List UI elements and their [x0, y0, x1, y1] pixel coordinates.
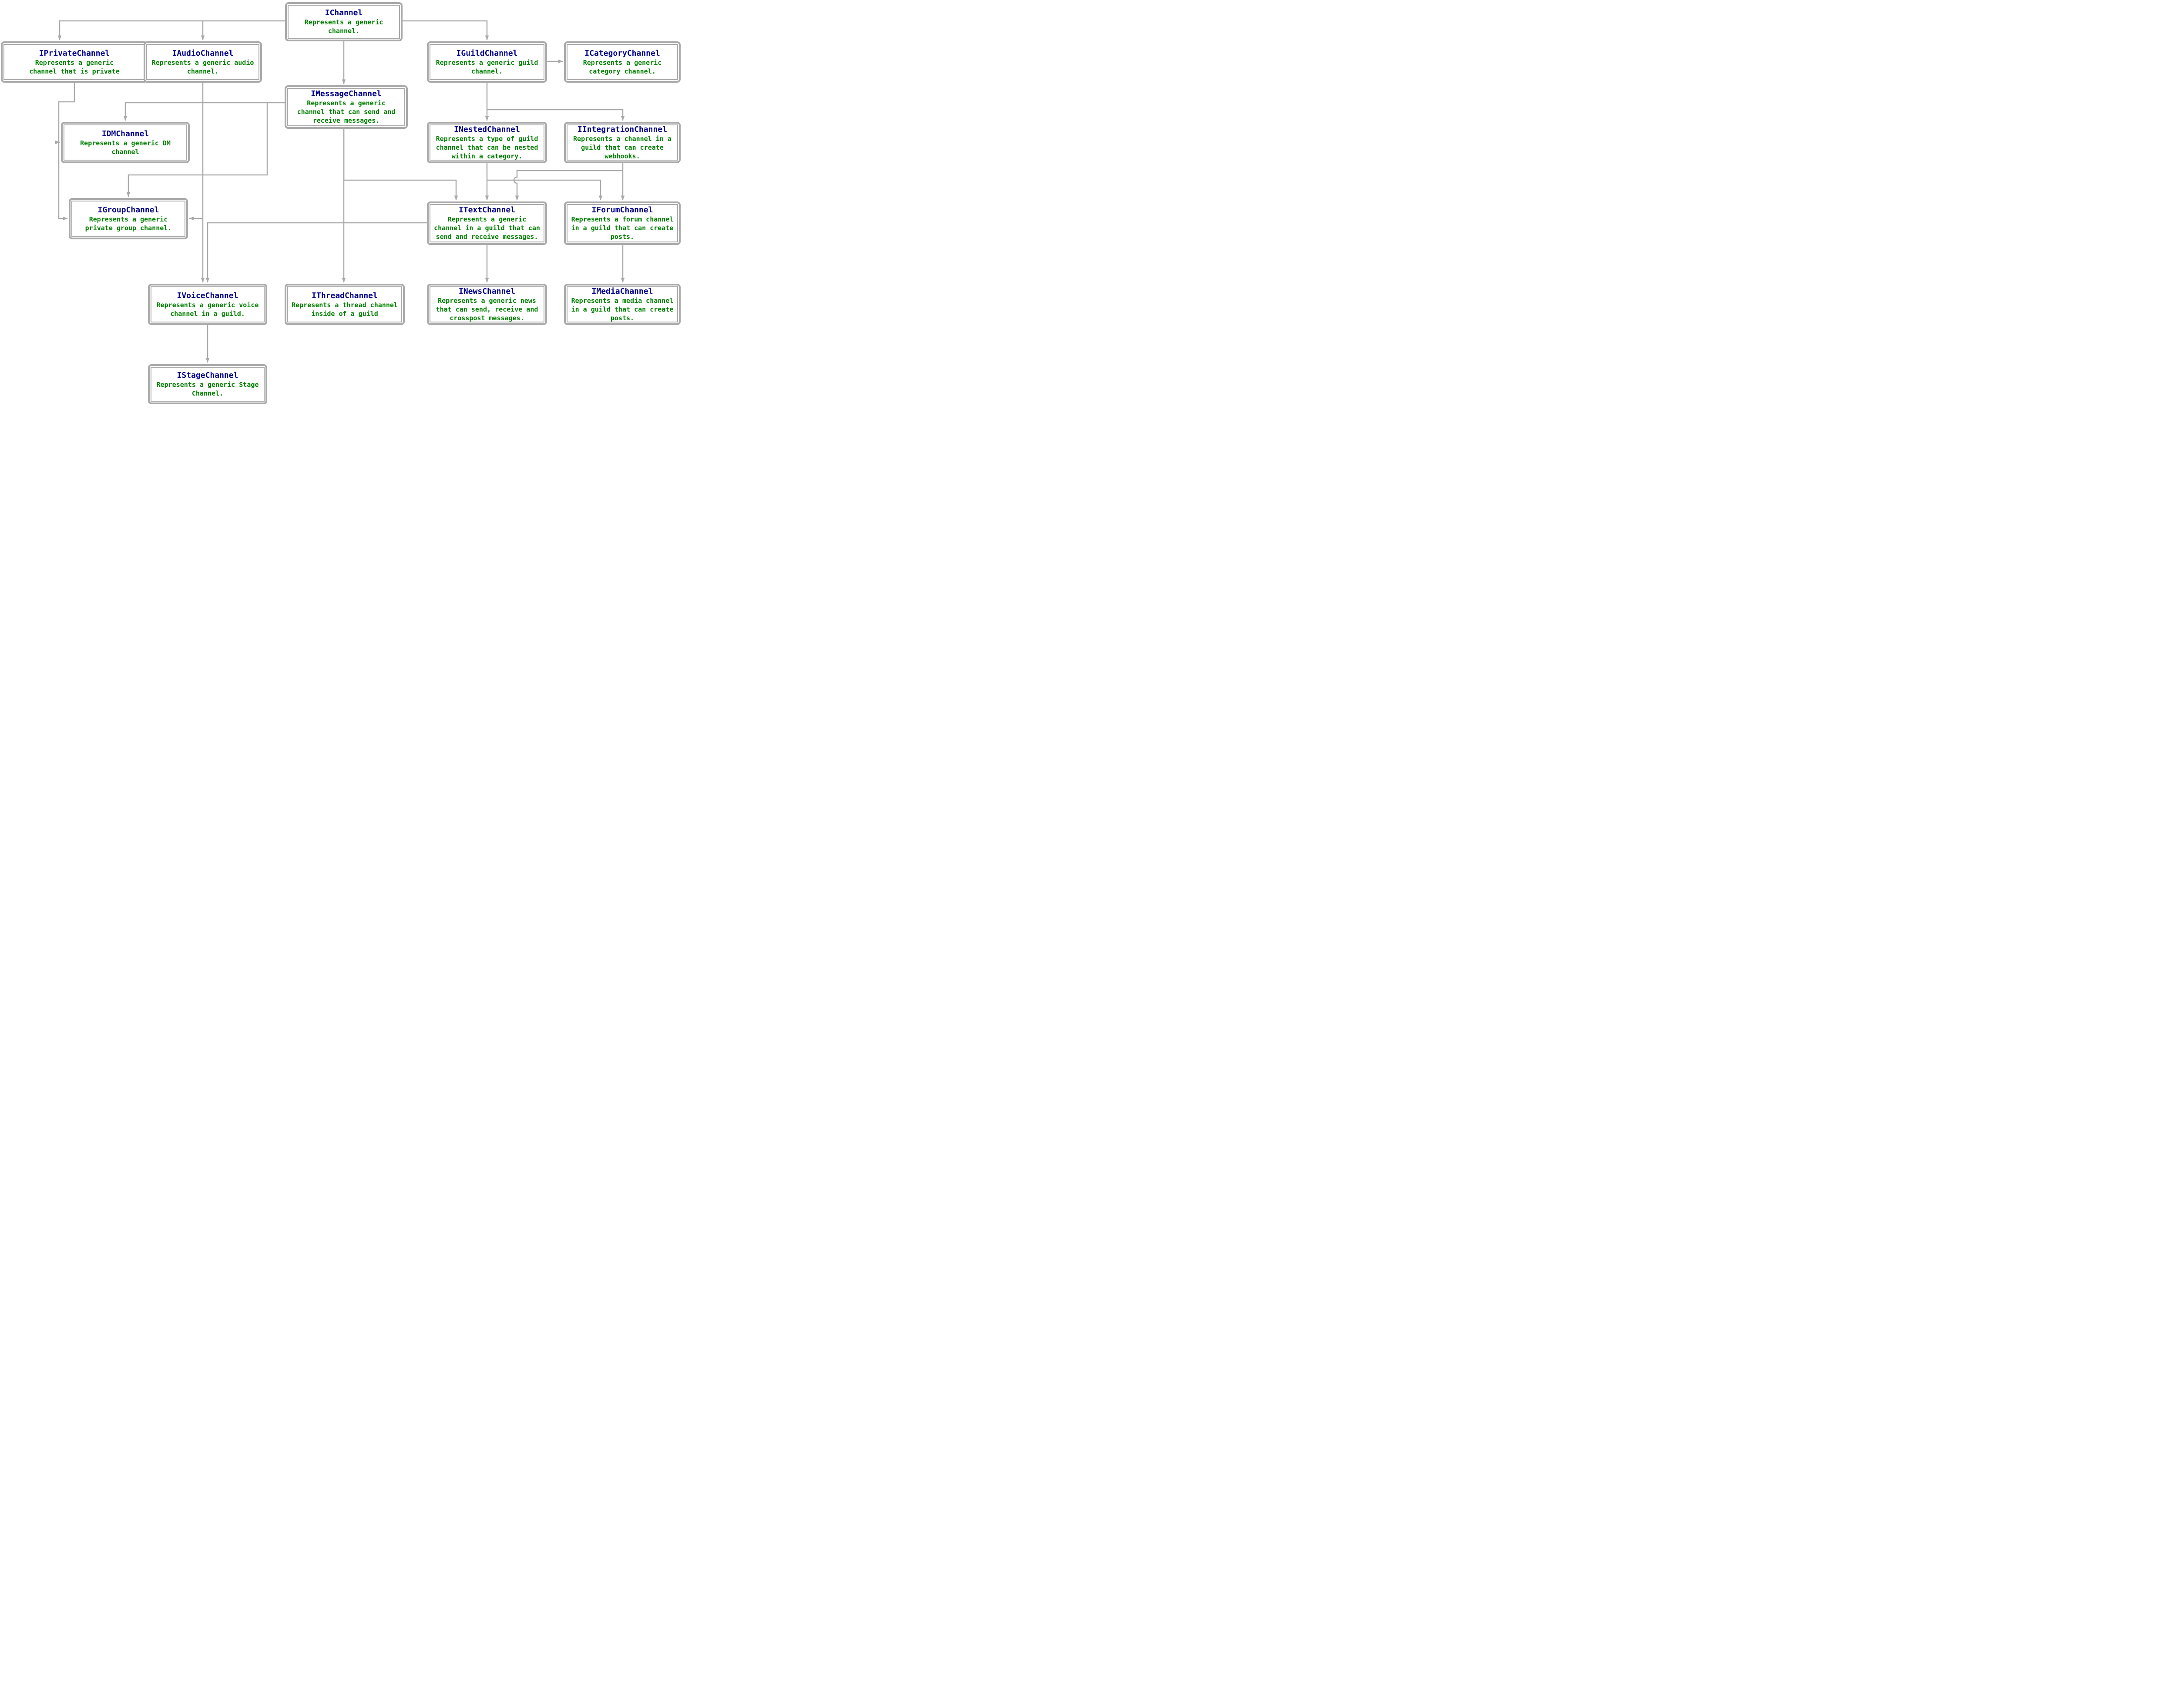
node-title: IGuildChannel [456, 48, 518, 58]
edge-iguildchannel-iintegrationchannel [487, 109, 625, 121]
edge-layer [55, 20, 625, 363]
node-inestedchannel: INestedChannel Represents a type of guil… [427, 122, 547, 163]
edge-iprivatechannel-igroupchannel [58, 142, 68, 221]
node-iforumchannel: IForumChannel Represents a forum channel… [564, 201, 681, 245]
node-idmchannel: IDMChannel Represents a generic DM chann… [61, 122, 190, 163]
inheritance-diagram: IChannel Represents a generic channel. I… [0, 0, 682, 406]
node-desc: Represents a generic channel that is pri… [29, 58, 120, 75]
node-ichannel: IChannel Represents a generic channel. [285, 2, 403, 41]
node-desc: Represents a generic private group chann… [85, 215, 172, 232]
edge-imessagechannel-idmchannel [123, 102, 285, 121]
node-title: IChannel [325, 8, 363, 17]
node-imessagechannel: IMessageChannel Represents a generic cha… [285, 85, 408, 129]
node-desc: Represents a generic guild channel. [436, 58, 538, 75]
node-title: IVoiceChannel [177, 291, 238, 300]
node-desc: Represents a generic audio channel. [151, 58, 254, 75]
node-desc: Represents a generic category channel. [583, 58, 662, 75]
node-iintegrationchannel: IIntegrationChannel Represents a channel… [564, 122, 681, 163]
node-desc: Represents a generic DM channel [80, 139, 171, 156]
node-desc: Represents a type of guild channel that … [436, 134, 538, 160]
node-desc: Represents a media channel in a guild th… [571, 296, 674, 322]
node-title: IMessageChannel [311, 89, 382, 98]
node-title: ICategoryChannel [584, 48, 660, 58]
node-desc: Represents a generic channel in a guild … [434, 215, 540, 241]
node-imediachannel: IMediaChannel Represents a media channel… [564, 284, 681, 325]
node-title: IIntegrationChannel [578, 124, 667, 134]
node-desc: Represents a generic Stage Channel. [156, 381, 259, 397]
node-title: INewsChannel [458, 286, 516, 296]
node-desc: Represents a thread channel inside of a … [292, 301, 398, 318]
node-title: IForumChannel [591, 205, 653, 215]
node-title: IAudioChannel [172, 48, 234, 58]
edge-ichannel-iprivatechannel [57, 20, 285, 40]
edge-inestedchannel-iforumchannel [487, 179, 603, 201]
node-title: ITextChannel [458, 205, 516, 215]
node-desc: Represents a generic voice channel in a … [156, 301, 259, 318]
node-ithreadchannel: IThreadChannel Represents a thread chann… [285, 284, 405, 325]
node-title: IThreadChannel [312, 291, 378, 300]
edge-imessagechannel-igroupchannel [126, 103, 268, 197]
node-title: INestedChannel [454, 124, 520, 134]
node-inewschannel: INewsChannel Represents a generic news t… [427, 284, 547, 325]
node-desc: Represents a channel in a guild that can… [573, 134, 672, 160]
edge-ichannel-iguildchannel [403, 20, 489, 40]
node-icategorychannel: ICategoryChannel Represents a generic ca… [564, 41, 681, 83]
node-desc: Represents a generic channel. [304, 18, 383, 35]
edge-iintegrationchannel-itextchannel [513, 170, 623, 201]
node-istagechannel: IStageChannel Represents a generic Stage… [148, 364, 267, 404]
node-title: IPrivateChannel [39, 48, 110, 58]
node-title: IDMChannel [101, 129, 149, 138]
node-title: IGroupChannel [97, 205, 159, 215]
node-itextchannel: ITextChannel Represents a generic channe… [427, 201, 547, 245]
node-desc: Represents a generic news that can send,… [436, 296, 538, 322]
node-desc: Represents a generic channel that can se… [297, 99, 396, 124]
node-desc: Represents a forum channel in a guild th… [571, 215, 674, 241]
node-iaudiochannel: IAudioChannel Represents a generic audio… [144, 41, 262, 83]
node-iguildchannel: IGuildChannel Represents a generic guild… [427, 41, 547, 83]
node-ivoicechannel: IVoiceChannel Represents a generic voice… [148, 284, 267, 325]
node-igroupchannel: IGroupChannel Represents a generic priva… [69, 198, 188, 239]
node-title: IStageChannel [177, 371, 238, 380]
node-title: IMediaChannel [591, 286, 653, 296]
edge-itextchannel-ivoicechannel [205, 222, 427, 283]
node-iprivatechannel: IPrivateChannel Represents a generic cha… [1, 41, 148, 83]
